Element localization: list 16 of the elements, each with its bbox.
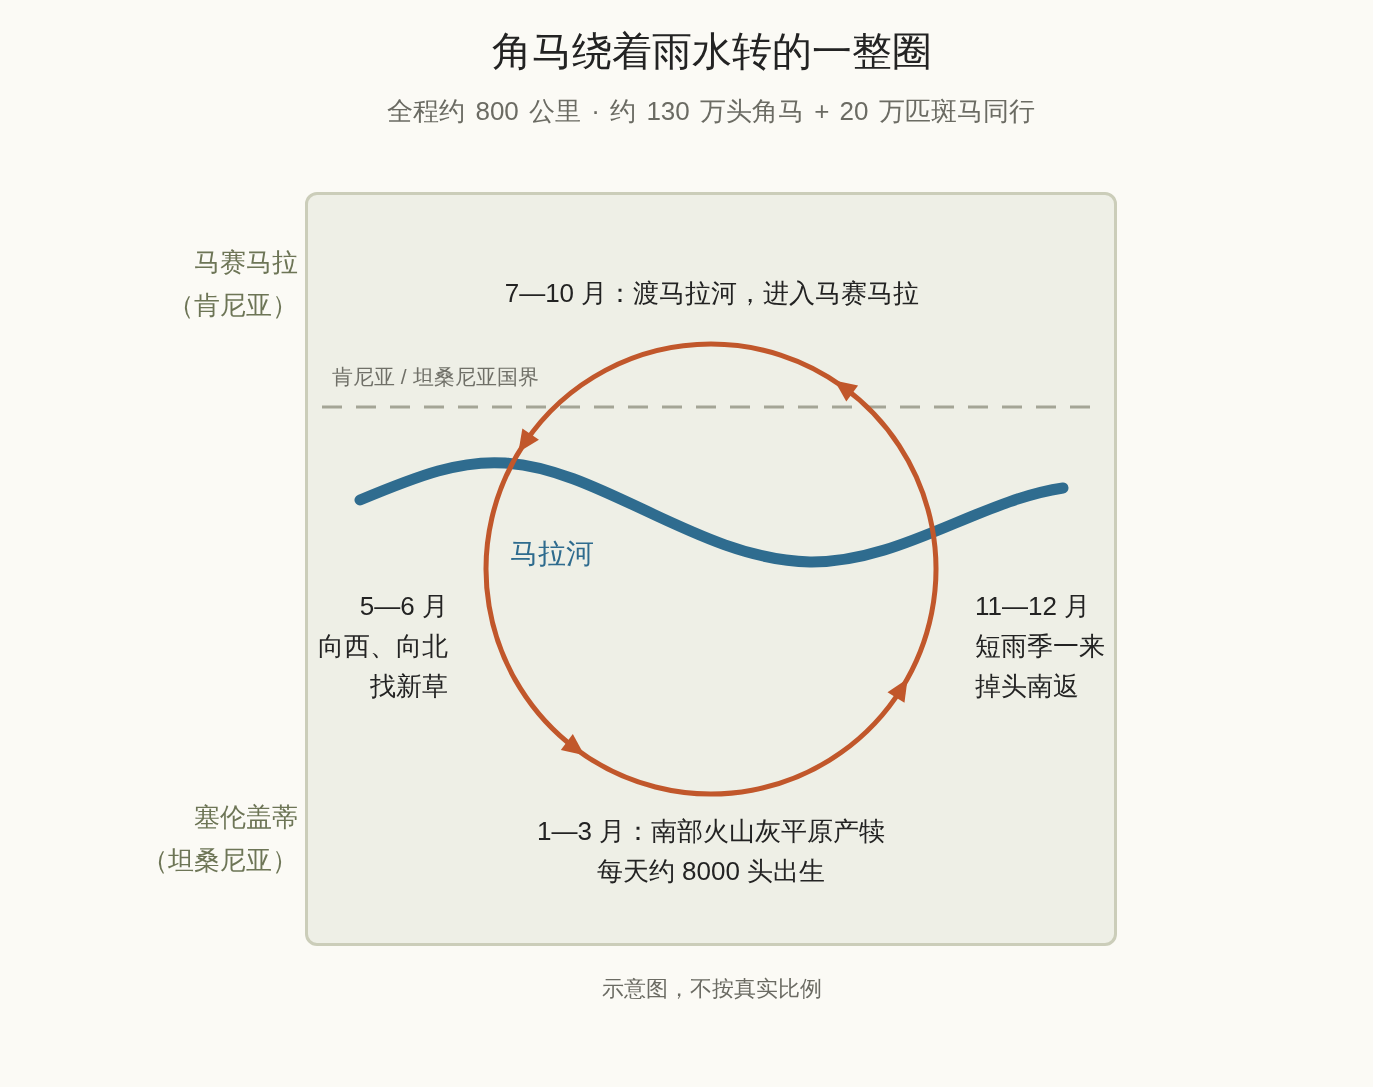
stage-label: 7—10 月：渡马拉河，进入马赛马拉: [504, 277, 920, 310]
stage-text: 向西、向北找新草: [317, 630, 448, 703]
border-label: 肯尼亚 / 坦桑尼亚国界: [332, 364, 539, 389]
region-label: （坦桑尼亚）: [142, 845, 298, 876]
month-label: 5—6 月: [359, 590, 448, 623]
title: 角马绕着雨水转的一整圈: [492, 28, 932, 75]
stage-label: 1—3 月：南部火山灰平原产犊: [536, 815, 886, 848]
region-label: 塞伦盖蒂: [194, 802, 298, 833]
river-label: 马拉河: [510, 537, 594, 571]
region-label: （肯尼亚）: [168, 290, 298, 321]
stage-note: 每天约 8000 头出生: [596, 855, 826, 888]
region-label: 马赛马拉: [194, 247, 298, 278]
caption: 示意图，不按真实比例: [602, 976, 822, 1002]
month-label: 11—12 月: [975, 590, 1091, 623]
stage-text: 短雨季一来掉头南返: [975, 630, 1106, 703]
subtitle: 全程约 800 公里 · 约 130 万头角马 + 20 万匹斑马同行: [387, 96, 1035, 127]
